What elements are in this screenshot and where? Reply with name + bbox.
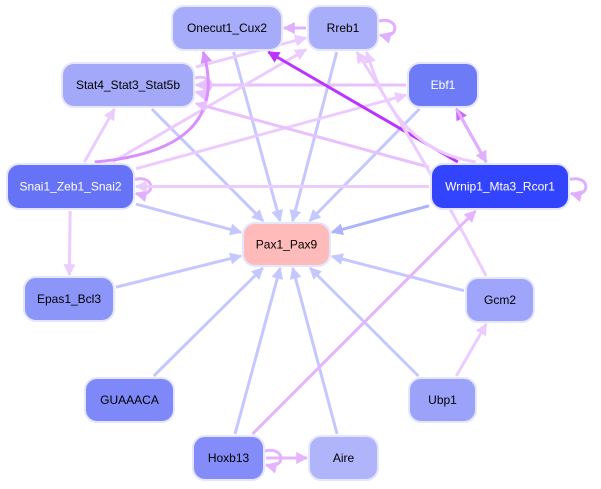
node-ebf1[interactable]: Ebf1 [407,62,479,108]
node-label: Stat4_Stat3_Stat5b [76,78,180,92]
node-guaaaca[interactable]: GUAAACA [84,377,175,423]
edge-Stat4_Stat3_Stat5b-to-Stat4_Stat3_Stat5b [194,75,213,101]
edge-Wrnip1_Mta3_Rcor1-to-Wrnip1_Mta3_Rcor1 [569,177,588,202]
node-gcm2[interactable]: Gcm2 [465,277,535,323]
node-label: Snai1_Zeb1_Snai2 [19,180,121,194]
node-box [307,5,379,51]
node-wrnip1_mta3_rcor1[interactable]: Wrnip1_Mta3_Rcor1 [430,163,570,210]
edge-Rreb1-to-Rreb1 [378,18,397,44]
edge-Ebf1-to-Wrnip1_Mta3_Rcor1 [455,108,488,164]
edge-Aire-to-Pax1_Pax9 [289,266,339,435]
node-label: Ubp1 [428,393,457,407]
node-box [6,163,135,210]
node-label: Hoxb13 [208,451,250,465]
node-box [407,62,479,108]
edge-Snai1_Zeb1_Snai2-to-Epas1_Bcl3 [63,210,76,277]
node-rreb1[interactable]: Rreb1 [307,5,379,51]
edge-Wrnip1_Mta3_Rcor1-to-Stat4_Stat3_Stat5b [194,100,430,169]
node-label: Pax1_Pax9 [256,238,318,252]
node-onecut1_cux2[interactable]: Onecut1_Cux2 [171,5,283,51]
edge-Hoxb13-to-Pax1_Pax9 [233,266,284,435]
node-box [430,163,570,210]
edge-Wrnip1_Mta3_Rcor1-to-Rreb1 [364,50,476,164]
node-box [23,276,115,322]
edge-Hoxb13-to-Hoxb13 [264,448,283,474]
edge-Gcm2-to-Rreb1 [355,50,488,277]
node-label: Rreb1 [327,21,360,35]
edge-Hoxb13-to-Wrnip1_Mta3_Rcor1 [251,209,477,436]
node-label: Gcm2 [484,293,516,307]
edge-Snai1_Zeb1_Snai2-to-Pax1_Pax9 [135,202,243,236]
edge-Ubp1-to-Gcm2 [454,322,488,377]
node-label: GUAAACA [100,393,159,407]
node-label: Epas1_Bcl3 [37,292,101,306]
edge-GUAAACA-to-Pax1_Pax9 [152,266,264,378]
node-pax1_pax9[interactable]: Pax1_Pax9 [242,222,331,267]
edge-Epas1_Bcl3-to-Pax1_Pax9 [115,252,243,289]
node-box [192,435,265,481]
node-box [242,222,331,267]
node-ubp1[interactable]: Ubp1 [408,377,477,423]
node-box [465,277,535,323]
node-label: Wrnip1_Mta3_Rcor1 [445,180,555,194]
node-box [308,435,379,481]
edges-layer [63,18,588,474]
node-box [61,62,195,108]
edge-Wrnip1_Mta3_Rcor1-to-Pax1_Pax9 [330,204,430,236]
node-label: Onecut1_Cux2 [187,21,267,35]
edge-Stat4_Stat3_Stat5b-to-Pax1_Pax9 [150,107,265,223]
edge-Snai1_Zeb1_Snai2-to-Stat4_Stat3_Stat5b [83,107,116,163]
edge-Gcm2-to-Pax1_Pax9 [330,253,465,293]
node-epas1_bcl3[interactable]: Epas1_Bcl3 [23,276,115,322]
node-box [84,377,175,423]
node-stat4_stat3_stat5b[interactable]: Stat4_Stat3_Stat5b [61,62,195,108]
edge-Snai1_Zeb1_Snai2-to-Onecut1_Cux2 [94,50,213,164]
node-label: Aire [333,451,355,465]
node-hoxb13[interactable]: Hoxb13 [192,435,265,481]
edge-Stat4_Stat3_Stat5b-to-Rreb1 [195,34,308,69]
node-aire[interactable]: Aire [308,435,379,481]
node-label: Ebf1 [431,78,456,92]
node-box [171,5,283,51]
node-box [408,377,477,423]
node-snai1_zeb1_snai2[interactable]: Snai1_Zeb1_Snai2 [6,163,135,210]
